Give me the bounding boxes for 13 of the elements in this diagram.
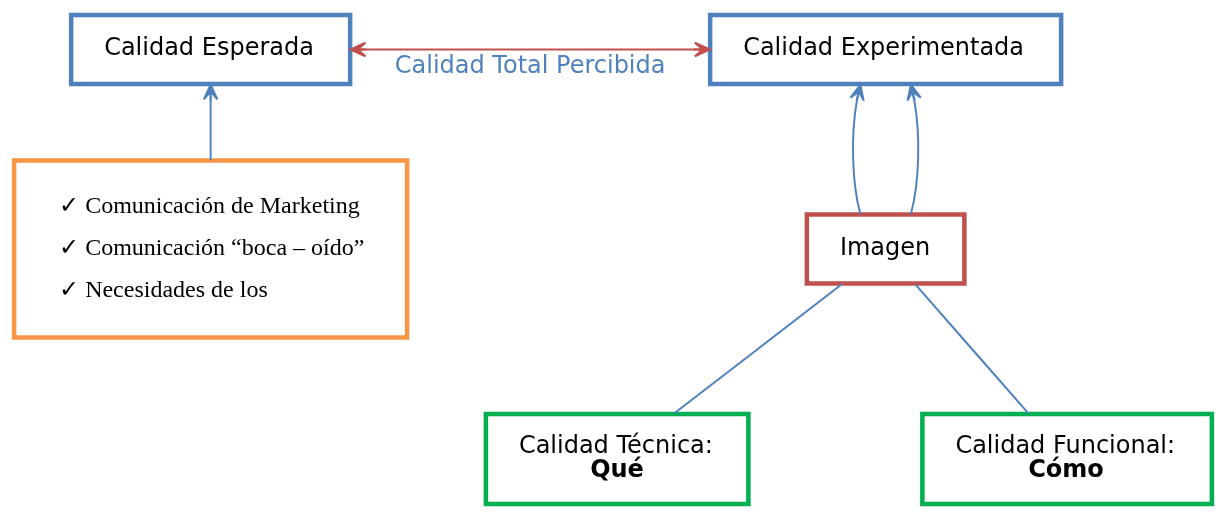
- node-box: Imagen: [804, 212, 967, 286]
- node-box: Calidad Funcional: Cómo: [920, 411, 1215, 507]
- arrow: [849, 83, 865, 216]
- node-box: Calidad Esperada: [68, 12, 353, 87]
- node-box: Calidad Experimentada: [707, 12, 1064, 87]
- arrow: [202, 83, 219, 162]
- connector: [914, 283, 1030, 415]
- arrow: [349, 41, 711, 58]
- connector: [673, 282, 844, 415]
- node-box: ✓ Comunicación de Marketing ✓ Comunicación “boca – oído” ✓ Necesidades de los: [11, 158, 410, 340]
- node-box: Calidad Técnica: Qué: [483, 411, 751, 507]
- arrow: [906, 83, 922, 216]
- edge-label: Calidad Total Percibida: [394, 51, 666, 80]
